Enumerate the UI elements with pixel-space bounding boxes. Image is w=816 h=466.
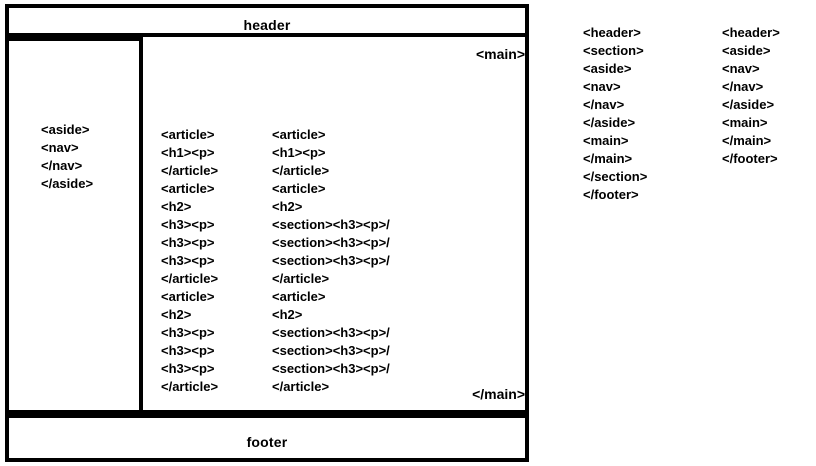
tag-line: </article> xyxy=(272,163,330,178)
tag-line: <section><h3><p>/ xyxy=(272,361,390,376)
footer-region-label: footer xyxy=(246,434,288,450)
tag-line: <h2> xyxy=(161,199,192,214)
tag-line: <aside> xyxy=(41,122,90,137)
tag-line: </aside> xyxy=(41,176,94,191)
tag-line: <section> xyxy=(583,43,644,58)
tag-line: <aside> xyxy=(583,61,632,76)
tag-line: <aside> xyxy=(722,43,771,58)
tag-line: <section><h3><p>/ xyxy=(272,217,390,232)
tag-line: </main> xyxy=(583,151,633,166)
tag-line: </aside> xyxy=(722,97,775,112)
tag-line: </footer> xyxy=(722,151,778,166)
tag-line: <section><h3><p>/ xyxy=(272,325,390,340)
tag-line: <main> xyxy=(722,115,768,130)
tag-line: <nav> xyxy=(41,140,79,155)
tag-line: <article> xyxy=(272,127,326,142)
tag-line: </footer> xyxy=(583,187,639,202)
main-tag-list-column-1: <article> <h1><p> </article> <article> <… xyxy=(161,126,218,396)
main-close-tag-label: </main> xyxy=(472,386,525,402)
header-region-label: header xyxy=(243,17,291,33)
tag-line: <article> xyxy=(161,127,215,142)
tag-line: <article> xyxy=(272,289,326,304)
tag-line: <article> xyxy=(272,181,326,196)
tag-line: </article> xyxy=(161,271,219,286)
tag-line: <h2> xyxy=(272,199,303,214)
main-region-box: <main> </main> xyxy=(139,37,533,410)
aside-tag-list: <aside> <nav> </nav> </aside> xyxy=(41,121,93,193)
tag-line: <h2> xyxy=(272,307,303,322)
header-region-box: header xyxy=(5,4,529,37)
aside-region-box xyxy=(9,37,143,414)
tag-line: <header> xyxy=(583,25,641,40)
tag-line: <h3><p> xyxy=(161,343,215,358)
tag-line: </main> xyxy=(722,133,772,148)
outline-tag-list-column-1: <header> <section> <aside> <nav> </nav> … xyxy=(583,24,647,204)
tag-line: <nav> xyxy=(722,61,760,76)
tag-line: <section><h3><p>/ xyxy=(272,343,390,358)
layout-wireframe-diagram: header <aside> <nav> </nav> </aside> <ma… xyxy=(5,4,529,462)
tag-line: <h3><p> xyxy=(161,325,215,340)
footer-region-box: footer xyxy=(5,414,529,462)
tag-line: </nav> xyxy=(583,97,625,112)
tag-line: </aside> xyxy=(583,115,636,130)
tag-line: <h1><p> xyxy=(272,145,326,160)
tag-line: <h2> xyxy=(161,307,192,322)
tag-line: <nav> xyxy=(583,79,621,94)
tag-line: <h3><p> xyxy=(161,361,215,376)
tag-line: <article> xyxy=(161,181,215,196)
outline-tag-list-column-2: <header> <aside> <nav> </nav> </aside> <… xyxy=(722,24,780,168)
tag-line: <header> xyxy=(722,25,780,40)
tag-line: </section> xyxy=(583,169,648,184)
body-region-box: <aside> <nav> </nav> </aside> <main> </m… xyxy=(5,37,529,414)
tag-line: <h1><p> xyxy=(161,145,215,160)
tag-line: </article> xyxy=(161,163,219,178)
tag-line: <article> xyxy=(161,289,215,304)
tag-line: <h3><p> xyxy=(161,235,215,250)
tag-line: <section><h3><p>/ xyxy=(272,235,390,250)
tag-line: </article> xyxy=(272,379,330,394)
tag-line: <section><h3><p>/ xyxy=(272,253,390,268)
tag-line: <h3><p> xyxy=(161,217,215,232)
main-open-tag-label: <main> xyxy=(475,46,525,62)
tag-line: <main> xyxy=(583,133,629,148)
tag-line: <h3><p> xyxy=(161,253,215,268)
tag-line: </nav> xyxy=(722,79,764,94)
main-tag-list-column-2: <article> <h1><p> </article> <article> <… xyxy=(272,126,390,396)
tag-line: </article> xyxy=(161,379,219,394)
tag-line: </article> xyxy=(272,271,330,286)
tag-line: </nav> xyxy=(41,158,83,173)
